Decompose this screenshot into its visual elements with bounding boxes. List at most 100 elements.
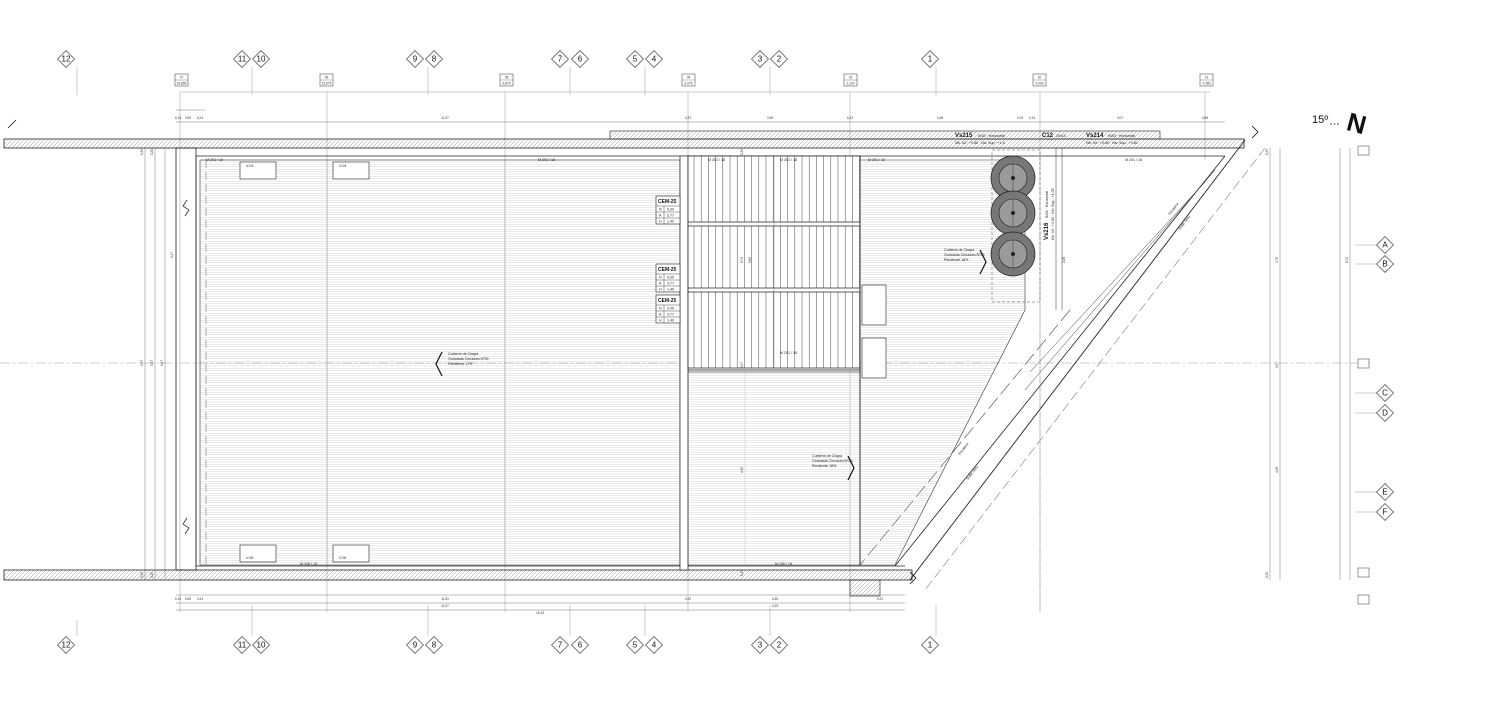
beam-annotations: Vs215 IN30 · Horizontal Niv. Inf.: +0,80… <box>955 133 1138 240</box>
svg-text:8: 8 <box>432 641 437 650</box>
grid-bubble: 5 <box>626 50 644 68</box>
svg-text:4,75: 4,75 <box>1275 257 1279 263</box>
svg-text:1,40: 1,40 <box>667 220 674 224</box>
left-roof-divisions <box>326 160 506 565</box>
svg-text:11: 11 <box>238 641 247 650</box>
section-marker: 03 1,130 <box>843 73 858 87</box>
svg-text:2: 2 <box>777 641 782 650</box>
top-grid-bubbles: 12 11 10 9 8 7 6 5 4 3 2 1 <box>57 50 939 68</box>
svg-text:15º: 15º <box>1312 114 1328 126</box>
grid-bubble: 8 <box>425 636 443 654</box>
svg-text:05: 05 <box>505 76 509 80</box>
svg-text:9,47: 9,47 <box>170 252 174 258</box>
svg-text:2: 2 <box>777 55 782 64</box>
svg-text:0,24: 0,24 <box>197 116 203 120</box>
svg-text:V-04: V-04 <box>339 164 346 168</box>
skylight-grid <box>687 155 861 371</box>
svg-text:Ondulada Cincalum Nº25: Ondulada Cincalum Nº25 <box>944 253 984 257</box>
svg-text:4: 4 <box>652 55 657 64</box>
svg-text:0,15: 0,15 <box>1017 116 1023 120</box>
svg-text:M 201 / 18: M 201 / 18 <box>1125 158 1142 162</box>
grid-bubble: 10 <box>252 50 270 68</box>
svg-text:3,97: 3,97 <box>740 362 744 368</box>
grid-bubble: 12 <box>57 636 75 654</box>
svg-text:N: N <box>659 208 662 212</box>
svg-text:3: 3 <box>758 55 763 64</box>
svg-text:Ondulada Cincalum Nº25: Ondulada Cincalum Nº25 <box>812 459 852 463</box>
svg-text:9: 9 <box>413 641 418 650</box>
svg-text:9,67: 9,67 <box>150 360 154 366</box>
svg-text:A: A <box>659 313 662 317</box>
grid-bubble: 2 <box>770 636 788 654</box>
grid-bubble: 8 <box>425 50 443 68</box>
grid-bubble: 3 <box>751 636 769 654</box>
grid-bubble: D <box>1376 404 1394 422</box>
svg-text:12: 12 <box>62 55 71 64</box>
svg-text:M 201 / 10: M 201 / 10 <box>868 158 885 162</box>
svg-text:Vs214: Vs214 <box>1086 133 1104 139</box>
section-marker: 046,075 <box>681 73 696 87</box>
svg-text:5,73: 5,73 <box>740 257 744 263</box>
grid-bubble: 10 <box>252 636 270 654</box>
svg-text:04: 04 <box>687 76 691 80</box>
svg-text:1,130: 1,130 <box>847 82 855 86</box>
svg-text:0,20: 0,20 <box>140 149 144 155</box>
svg-text:M 201 / 18: M 201 / 18 <box>538 158 555 162</box>
svg-text:7: 7 <box>558 641 563 650</box>
svg-text:3,77: 3,77 <box>667 214 674 218</box>
section-marker: 01-0,560 <box>1199 73 1214 87</box>
svg-text:IN30 · Horizontal: IN30 · Horizontal <box>978 134 1005 138</box>
svg-text:0,20: 0,20 <box>150 149 154 155</box>
svg-text:0,50: 0,50 <box>185 116 191 120</box>
svg-text:0,22: 0,22 <box>685 597 691 601</box>
svg-text:03: 03 <box>849 76 853 80</box>
bottom-dimensions: 0,15 0,50 0,24 11,81 0,22 4,35 0,22 11,5… <box>175 597 883 615</box>
left-dimension-chain <box>144 148 166 580</box>
svg-text:F: F <box>1383 508 1388 517</box>
svg-text:V-05: V-05 <box>246 556 253 560</box>
svg-text:Escalera: Escalera <box>1168 202 1180 215</box>
svg-text:11: 11 <box>238 55 247 64</box>
svg-text:4,25: 4,25 <box>740 467 744 473</box>
svg-text:4,25: 4,25 <box>772 604 778 608</box>
svg-text:Vs216: Vs216 <box>1044 222 1050 240</box>
svg-text:8,72: 8,72 <box>1345 257 1349 263</box>
svg-text:4,98: 4,98 <box>1275 467 1279 473</box>
left-roof <box>199 159 681 566</box>
svg-text:9,875: 9,875 <box>503 82 511 86</box>
svg-text:0,00: 0,00 <box>667 307 674 311</box>
svg-text:Vs215: Vs215 <box>955 133 973 139</box>
grid-bubble: 2 <box>770 50 788 68</box>
svg-text:4: 4 <box>652 641 657 650</box>
svg-text:0,15: 0,15 <box>740 570 744 576</box>
svg-text:0,22: 0,22 <box>877 597 883 601</box>
svg-text:M 201 / 10: M 201 / 10 <box>206 158 223 162</box>
svg-text:01: 01 <box>1205 76 1209 80</box>
svg-text:0,00: 0,00 <box>667 276 674 280</box>
svg-text:3,77: 3,77 <box>667 313 674 317</box>
partition-wall <box>679 155 689 571</box>
bottom-dimension-chain <box>176 594 905 611</box>
north-letter-icon: N <box>1344 106 1370 140</box>
svg-text:CEM-25: CEM-25 <box>658 267 677 273</box>
grid-bubble: 7 <box>551 50 569 68</box>
svg-text:H: H <box>659 220 662 224</box>
svg-text:CEM-25: CEM-25 <box>658 199 677 205</box>
north-arrow: 15º N <box>1312 106 1370 140</box>
opening-tags: V-04 V-04 V-05 V-05 <box>246 164 346 560</box>
svg-text:5,85: 5,85 <box>748 257 752 263</box>
svg-text:0,10: 0,10 <box>1029 116 1035 120</box>
svg-text:Sube Serv.: Sube Serv. <box>1178 214 1192 230</box>
middle-roof <box>687 371 861 566</box>
svg-text:0,50: 0,50 <box>185 597 191 601</box>
svg-text:10: 10 <box>257 641 266 650</box>
svg-text:1,40: 1,40 <box>667 319 674 323</box>
svg-text:0,15: 0,15 <box>150 572 154 578</box>
grid-bubble: 4 <box>645 636 663 654</box>
svg-text:3,77: 3,77 <box>667 282 674 286</box>
svg-text:10: 10 <box>257 55 266 64</box>
right-dimensions: 8,72 4,75 3,97 4,98 0,25 0,20 <box>1265 149 1349 578</box>
